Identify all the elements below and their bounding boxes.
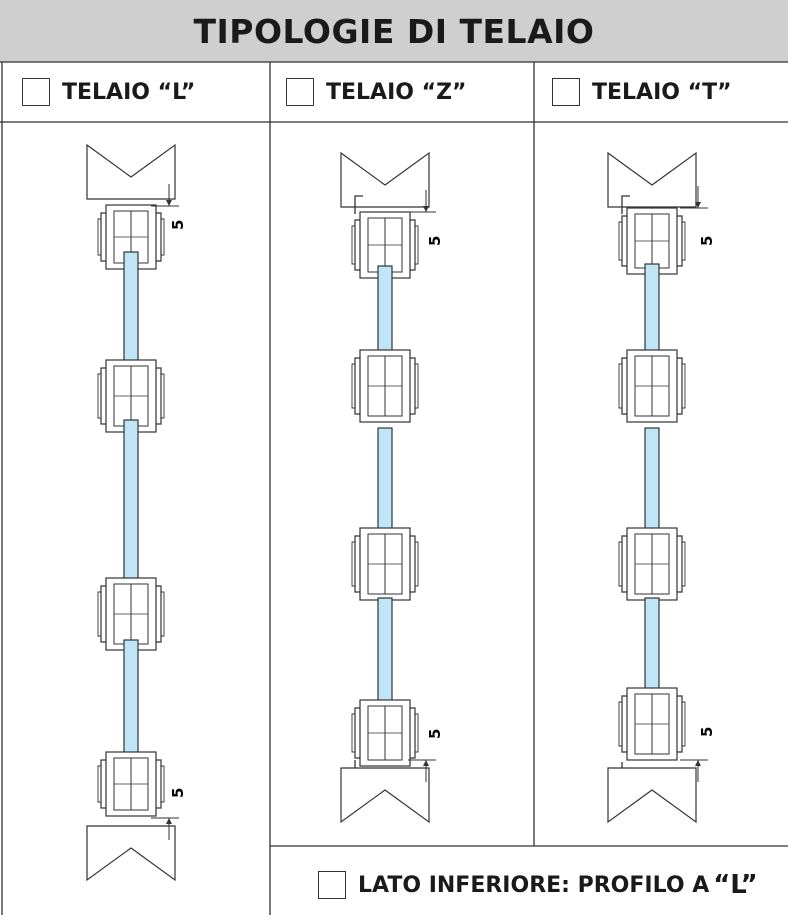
column-label-l: TELAIO “L” [62,79,196,105]
grid-lines [0,61,788,915]
column-label-z: TELAIO “Z” [326,79,467,105]
dimension-z-bottom [408,759,436,782]
profile-t-mid-1 [618,349,686,423]
page-title: TIPOLOGIE DI TELAIO [0,0,788,62]
profile-z-mid-2 [351,527,419,601]
section-drawings [86,143,708,882]
dimension-l-top [151,184,179,207]
glass-pane-z-3 [377,597,393,713]
profile-t-top [618,207,686,275]
column-label-t: TELAIO “T” [592,79,732,105]
glass-pane-l-3 [123,639,139,769]
dimension-t-bottom [680,759,708,782]
checkbox-telaio-l[interactable] [22,78,50,106]
wall-bottom-t [607,767,697,824]
footer-label-quote: “L” [713,870,758,900]
glass-pane-l-2 [123,419,139,596]
hook-t-top [621,195,630,214]
profile-l-bottom [97,751,165,817]
column-header-z: TELAIO “Z” [286,64,467,120]
profile-l-mid-2 [97,577,165,651]
dim-label-t-bottom: 5 [698,727,716,737]
profile-z-bottom [351,699,419,767]
profile-t-mid-2 [618,527,686,601]
glass-pane-z-2 [377,427,393,541]
hook-z-top [354,195,363,214]
footer-label-text: LATO INFERIORE: PROFILO A [358,872,710,898]
footer-label: LATO INFERIORE: PROFILO A “L” [318,862,758,908]
dimension-t-top [680,186,708,209]
dim-label-l-top: 5 [169,220,187,230]
wall-top-l [86,143,176,200]
glass-pane-t-2 [644,427,660,541]
wall-top-z [340,151,430,208]
glass-pane-t-3 [644,597,660,701]
wall-bottom-l [86,825,176,882]
profile-z-mid-1 [351,349,419,423]
dim-label-l-bottom: 5 [169,788,187,798]
checkbox-telaio-t[interactable] [552,78,580,106]
checkbox-telaio-z[interactable] [286,78,314,106]
dimension-z-top [408,190,436,213]
column-header-t: TELAIO “T” [552,64,732,120]
dim-label-z-top: 5 [426,236,444,246]
dimension-l-bottom [151,817,179,840]
column-header-l: TELAIO “L” [22,64,195,120]
wall-bottom-z [340,767,430,824]
wall-top-t [607,151,697,208]
checkbox-lato-inferiore[interactable] [318,871,346,899]
profile-t-bottom [618,687,686,761]
dim-label-t-top: 5 [698,236,716,246]
dim-label-z-bottom: 5 [426,729,444,739]
